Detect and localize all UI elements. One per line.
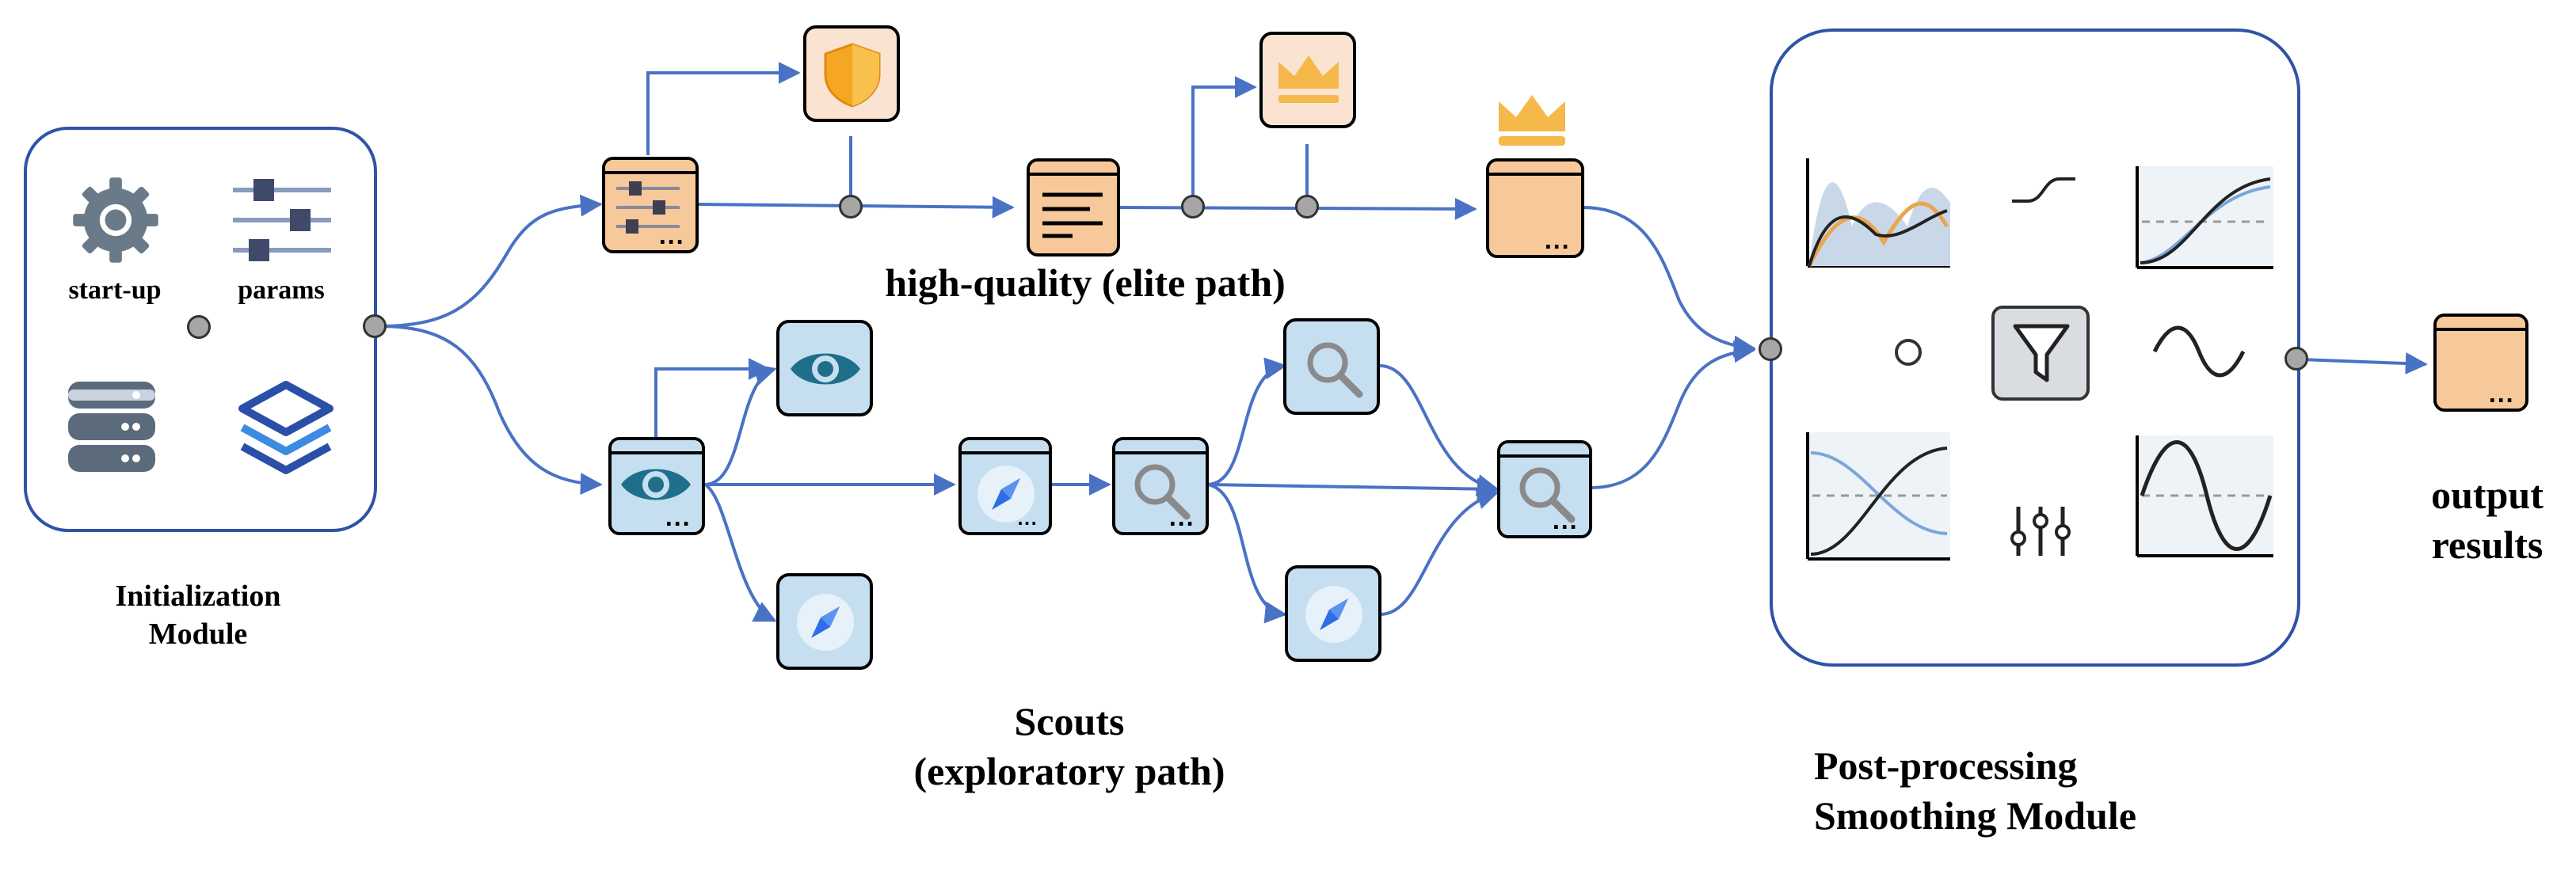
params-label: params (238, 276, 325, 305)
elite-node-3 (1295, 195, 1319, 219)
elite-output-box[interactable]: ... (1486, 158, 1584, 258)
elite-node-2 (1181, 195, 1205, 219)
post-input-node (1759, 337, 1782, 361)
post-processing-label: Post-processing Smoothing Module (1814, 743, 2137, 838)
magnifier-icon (1134, 464, 1191, 520)
init-junction-node (187, 315, 211, 339)
scout-output-box[interactable]: ... (1497, 440, 1592, 538)
magnifier-tile-top (1283, 318, 1380, 415)
elite-document-box[interactable] (1027, 158, 1120, 257)
scout-compass-box[interactable]: ... (958, 437, 1052, 535)
shield-icon (824, 43, 881, 108)
crown-icon (1499, 95, 1565, 146)
eye-icon (621, 469, 691, 500)
compass-tile (776, 573, 873, 670)
scouts-path-edges (378, 325, 1756, 624)
compass-icon (797, 594, 854, 651)
density-chart-icon (1806, 158, 1950, 268)
output-edge (2301, 352, 2428, 375)
elite-path-label: high-quality (elite path) (885, 260, 1286, 305)
post-output-node (2284, 347, 2308, 371)
s-curve-icon (2012, 177, 2075, 203)
database-icon (68, 382, 155, 472)
eye-icon (791, 353, 860, 385)
scout-magnifier-box[interactable]: ... (1112, 437, 1209, 535)
shield-tile (803, 25, 900, 122)
sliders-icon (233, 179, 331, 261)
crown-tile (1259, 32, 1356, 128)
filter-box[interactable] (1991, 306, 2090, 401)
scouts-label: Scouts (exploratory path) (913, 699, 1225, 793)
init-module-label: Initialization Module (115, 580, 281, 651)
compass-icon (1305, 586, 1362, 643)
sine-chart-icon (2136, 435, 2273, 557)
crossing-curves-chart-icon (1806, 432, 1950, 561)
init-output-node (363, 314, 387, 338)
startup-label: start-up (68, 276, 162, 305)
output-results-label: output results (2431, 473, 2544, 567)
filter-funnel-icon (2013, 324, 2070, 382)
compass-icon (977, 466, 1035, 523)
scout-eye-box[interactable]: ... (608, 437, 705, 535)
sine-wave-icon (2152, 325, 2246, 378)
eye-tile (776, 320, 873, 416)
document-icon (1042, 192, 1103, 238)
gear-icon (73, 177, 158, 263)
output-results-box[interactable]: ... (2433, 314, 2528, 412)
magnifier-icon (1307, 342, 1363, 398)
crown-icon (1278, 55, 1339, 103)
sigmoid-chart-icon (2136, 166, 2273, 269)
magnifier-icon (1519, 467, 1576, 523)
sliders-icon (616, 181, 680, 234)
equalizer-icon (2010, 507, 2071, 556)
post-small-node (1895, 339, 1922, 366)
compass-tile-bottom (1285, 565, 1381, 662)
elite-params-box[interactable]: ... (602, 157, 699, 253)
layers-icon (238, 381, 333, 474)
elite-node-1 (839, 195, 863, 219)
